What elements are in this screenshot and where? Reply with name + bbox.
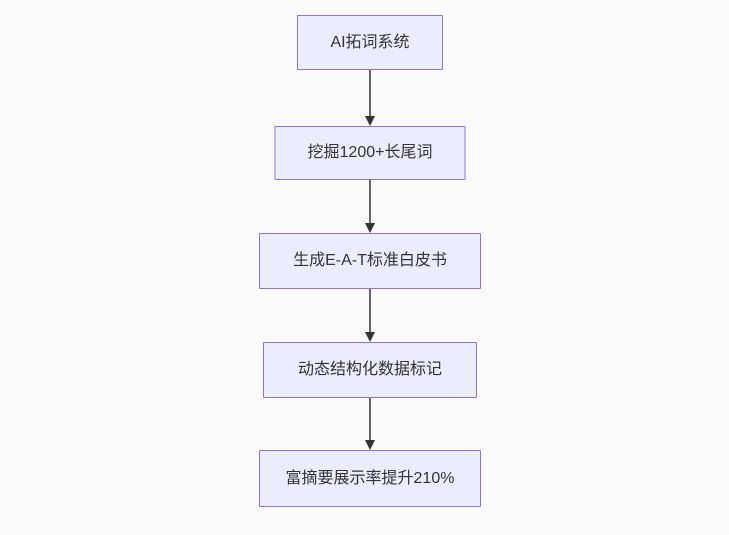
arrow-line (369, 398, 371, 440)
arrowhead-down-icon (365, 223, 375, 233)
flowchart-node-eat-whitepaper: 生成E-A-T标准白皮书 (259, 233, 481, 289)
arrowhead-down-icon (365, 332, 375, 342)
arrow-line (369, 289, 371, 332)
arrowhead-down-icon (365, 116, 375, 126)
flow-arrow-2 (364, 180, 376, 233)
flow-arrow-3 (364, 289, 376, 342)
arrow-line (369, 70, 371, 116)
arrowhead-down-icon (365, 440, 375, 450)
flow-arrow-1 (364, 70, 376, 126)
flowchart-node-rich-snippet-rate: 富摘要展示率提升210% (259, 450, 481, 507)
arrow-line (369, 180, 371, 223)
flowchart-node-longtail-keywords: 挖掘1200+长尾词 (274, 126, 466, 180)
flow-arrow-4 (364, 398, 376, 450)
flowchart-node-ai-word-expansion: AI拓词系统 (297, 15, 443, 70)
flowchart-node-structured-data-markup: 动态结构化数据标记 (263, 342, 477, 398)
